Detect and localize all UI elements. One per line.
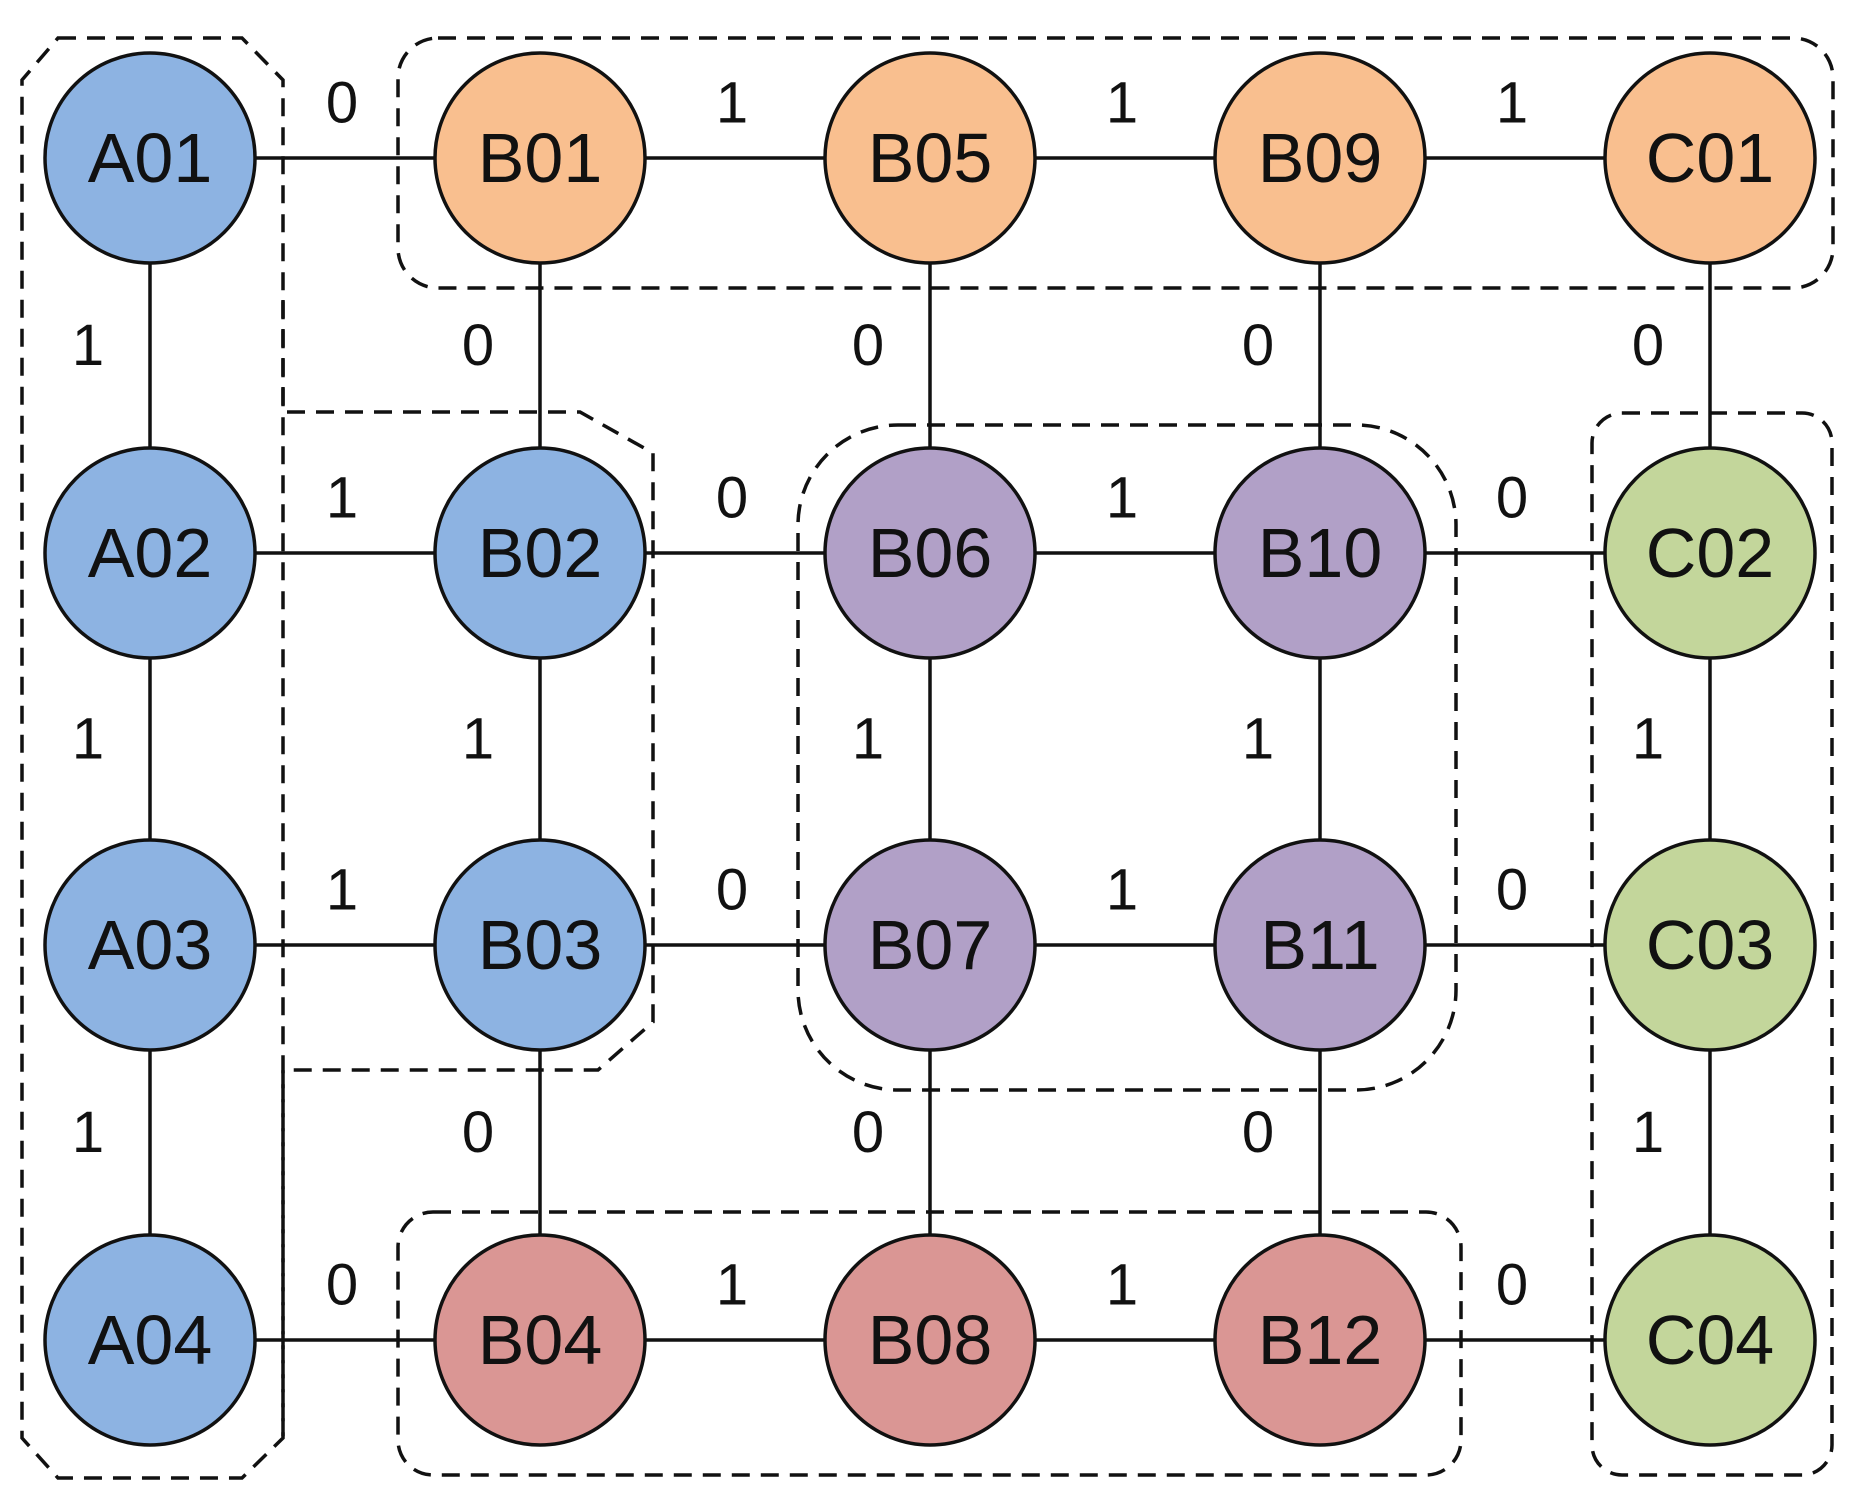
group-top-row — [396, 36, 1835, 290]
edge-weight-label: 1 — [852, 707, 884, 772]
node-b03: B03 — [433, 838, 647, 1052]
edge-weight-label: 0 — [716, 858, 748, 923]
node-label: C04 — [1646, 1301, 1774, 1379]
edge-weight-label: 0 — [1242, 313, 1274, 378]
edge-weight-label: 0 — [1632, 313, 1664, 378]
node-circle — [1603, 838, 1817, 1052]
edge-weight-label: 1 — [1106, 1253, 1138, 1318]
node-label: B04 — [478, 1301, 603, 1379]
node-label: B07 — [868, 906, 993, 984]
node-label: B11 — [1260, 906, 1379, 984]
node-circle — [823, 446, 1037, 660]
node-circle — [823, 838, 1037, 1052]
node-circle — [43, 1233, 257, 1447]
node-b06: B06 — [823, 446, 1037, 660]
node-circle — [433, 51, 647, 265]
node-label: B05 — [868, 119, 993, 197]
node-a01: A01 — [43, 51, 257, 265]
node-c04: C04 — [1603, 1233, 1817, 1447]
node-b04: B04 — [433, 1233, 647, 1447]
node-b01: B01 — [433, 51, 647, 265]
node-c01: C01 — [1603, 51, 1817, 265]
node-label: B08 — [868, 1301, 993, 1379]
edge-weight-label: 0 — [462, 313, 494, 378]
node-b11: B11 — [1213, 838, 1427, 1052]
node-b05: B05 — [823, 51, 1037, 265]
node-label: C02 — [1646, 514, 1774, 592]
node-circle — [433, 1233, 647, 1447]
edge-weight-label: 0 — [1496, 858, 1528, 923]
node-label: B06 — [868, 514, 993, 592]
node-label: B12 — [1258, 1301, 1383, 1379]
edge-weight-label: 1 — [72, 707, 104, 772]
node-circle — [1603, 51, 1817, 265]
node-label: A04 — [88, 1301, 213, 1379]
edge-weight-label: 0 — [326, 1253, 358, 1318]
edge-weight-label: 1 — [462, 707, 494, 772]
node-b08: B08 — [823, 1233, 1037, 1447]
edge-weight-label: 1 — [326, 466, 358, 531]
edge-labels-layer: 0 1 1 1 1 0 1 0 1 0 1 0 0 1 1 0 1 1 1 0 1 0 0 1 0 0 1 0 0 1 1 — [72, 71, 1664, 1318]
edge-weight-label: 1 — [1106, 858, 1138, 923]
node-circle — [433, 838, 647, 1052]
edge-weight-label: 0 — [326, 71, 358, 136]
edge-weight-label: 1 — [1632, 707, 1664, 772]
node-label: B09 — [1258, 119, 1383, 197]
edge-weight-label: 1 — [326, 858, 358, 923]
node-b12: B12 — [1213, 1233, 1427, 1447]
group-b01-b03 — [281, 300, 655, 1438]
node-c02: C02 — [1603, 446, 1817, 660]
node-b10: B10 — [1213, 446, 1427, 660]
edges-layer — [148, 156, 1712, 1342]
node-c03: C03 — [1603, 838, 1817, 1052]
node-a02: A02 — [43, 446, 257, 660]
edge-weight-label: 0 — [852, 313, 884, 378]
node-circle — [43, 446, 257, 660]
node-b02: B02 — [433, 446, 647, 660]
node-label: B02 — [478, 514, 603, 592]
node-label: A03 — [88, 906, 213, 984]
node-circle — [1603, 446, 1817, 660]
node-b07: B07 — [823, 838, 1037, 1052]
node-a04: A04 — [43, 1233, 257, 1447]
node-label: C03 — [1646, 906, 1774, 984]
edge-weight-label: 0 — [716, 466, 748, 531]
edge-weight-label: 1 — [1242, 707, 1274, 772]
node-a03: A03 — [43, 838, 257, 1052]
node-label: A02 — [88, 514, 213, 592]
edge-weight-label: 0 — [1496, 1253, 1528, 1318]
edge-weight-label: 1 — [72, 1100, 104, 1165]
edge-weight-label: 1 — [716, 1253, 748, 1318]
node-circle — [43, 51, 257, 265]
node-label: A01 — [88, 119, 213, 197]
node-circle — [823, 1233, 1037, 1447]
node-label: B10 — [1258, 514, 1383, 592]
edge-weight-label: 1 — [716, 71, 748, 136]
edge-weight-label: 0 — [852, 1100, 884, 1165]
group-center — [796, 423, 1458, 1092]
edge-weight-label: 1 — [1632, 1100, 1664, 1165]
edge-weight-label: 1 — [1106, 71, 1138, 136]
edge-weight-label: 0 — [1242, 1100, 1274, 1165]
node-circle — [43, 838, 257, 1052]
edge-weight-label: 1 — [1106, 466, 1138, 531]
node-circle — [433, 446, 647, 660]
node-circle — [1213, 838, 1427, 1052]
edge-weight-label: 0 — [1496, 466, 1528, 531]
node-label: B03 — [478, 906, 603, 984]
node-circle — [1213, 1233, 1427, 1447]
edge-weight-label: 0 — [462, 1100, 494, 1165]
edge-weight-label: 1 — [1496, 71, 1528, 136]
node-label: C01 — [1646, 119, 1774, 197]
group-a-column — [20, 36, 285, 1480]
node-b09: B09 — [1213, 51, 1427, 265]
node-circle — [823, 51, 1037, 265]
node-circle — [1603, 1233, 1817, 1447]
edge-weight-label: 1 — [72, 313, 104, 378]
node-circle — [1213, 446, 1427, 660]
node-label: B01 — [478, 119, 603, 197]
node-circle — [1213, 51, 1427, 265]
